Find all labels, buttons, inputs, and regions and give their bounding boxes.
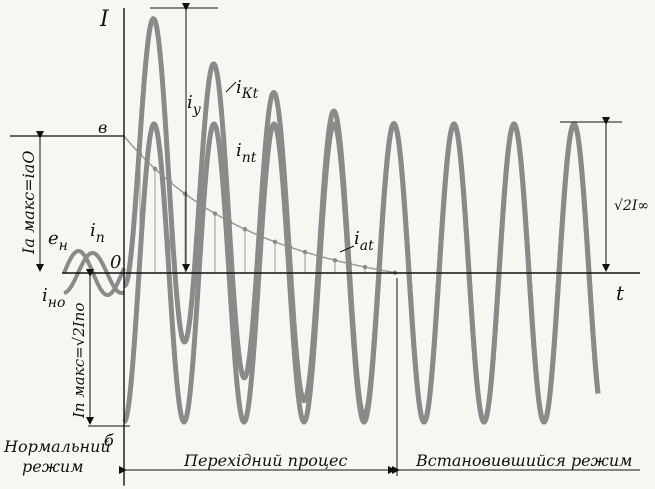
int-label: int <box>236 140 257 166</box>
aperiodic-point <box>362 264 368 270</box>
sqrt2-inf-label: √2I∞ <box>614 198 649 214</box>
total-current-curve <box>122 16 601 425</box>
aperiodic-point <box>182 191 188 196</box>
aperiodic-point <box>302 249 308 255</box>
steady-label: Встановившийся режим <box>415 451 632 470</box>
amax-label: Iа макс=iаО <box>19 151 38 255</box>
ikt-label: iКt <box>236 77 259 102</box>
in-label: in <box>90 220 105 246</box>
prefault-current-curve <box>63 251 125 295</box>
aperiodic-point <box>332 258 338 263</box>
iy-label: iy <box>187 92 202 118</box>
aperiodic-point <box>272 239 278 245</box>
origin-label: 0 <box>110 252 121 273</box>
en-label: eн <box>48 228 68 254</box>
iat-leader <box>339 245 355 253</box>
point-v-label: в <box>98 118 107 137</box>
ikt-leader <box>225 81 237 93</box>
axis-t-label: t <box>616 281 625 305</box>
point-b-label: б <box>104 431 114 450</box>
normal-mode-label-1: Нормальний <box>3 437 111 456</box>
axis-i-label: I <box>99 7 110 32</box>
aperiodic-point <box>242 227 248 232</box>
transient-label: Перехідний процес <box>183 451 347 470</box>
iat-label: iat <box>354 228 374 254</box>
ino-label: iно <box>42 285 65 311</box>
pmax-label: Iп макс=√2Iпо <box>70 303 88 419</box>
normal-mode-label-2: режим <box>22 457 83 476</box>
aperiodic-point <box>152 166 158 171</box>
aperiodic-point <box>212 211 218 216</box>
